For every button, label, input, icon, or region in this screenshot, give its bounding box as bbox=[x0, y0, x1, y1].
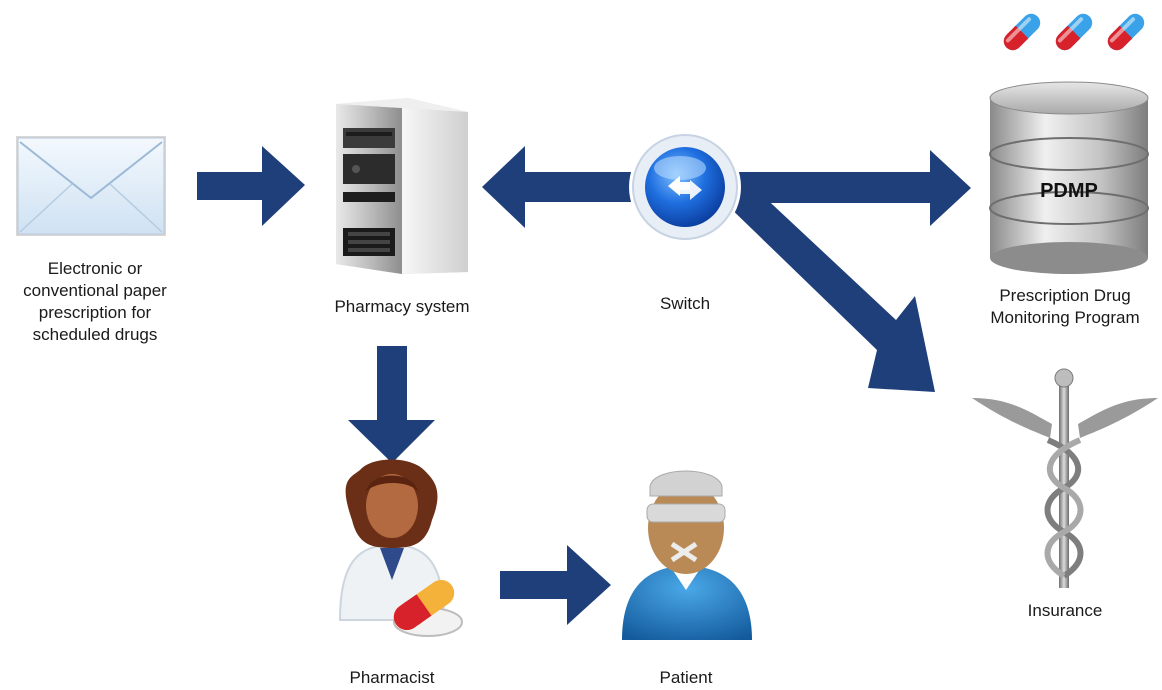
arrow-prescription-to-pharmacy bbox=[197, 146, 305, 226]
pharmacist-label: Pharmacist bbox=[349, 668, 435, 687]
arrow-switch-to-pdmp bbox=[725, 150, 971, 226]
arrow-switch-to-pharmacy bbox=[482, 146, 645, 228]
arrow-pharmacist-to-patient bbox=[500, 545, 611, 625]
pharmacy-system-label: Pharmacy system bbox=[334, 297, 470, 316]
server-tower-icon bbox=[336, 98, 468, 274]
caduceus-icon bbox=[972, 368, 1158, 588]
pharmacist-icon bbox=[338, 459, 463, 637]
switch-label: Switch bbox=[659, 294, 711, 313]
database-icon bbox=[989, 81, 1149, 274]
patient-icon bbox=[622, 470, 752, 640]
prescription-label: Electronic or conventional paper prescri… bbox=[23, 259, 167, 344]
pdmp-label: Prescription Drug Monitoring Program bbox=[990, 286, 1140, 327]
arrow-switch-to-insurance bbox=[722, 176, 935, 392]
envelope-icon bbox=[16, 136, 166, 236]
pill-capsules-icon bbox=[1003, 13, 1145, 51]
switch-icon bbox=[629, 131, 741, 243]
arrow-pharmacy-to-pharmacist bbox=[348, 346, 435, 463]
insurance-label: Insurance bbox=[1027, 601, 1103, 620]
pdmp-badge: PDMP bbox=[1040, 180, 1098, 202]
patient-label: Patient bbox=[659, 668, 713, 687]
